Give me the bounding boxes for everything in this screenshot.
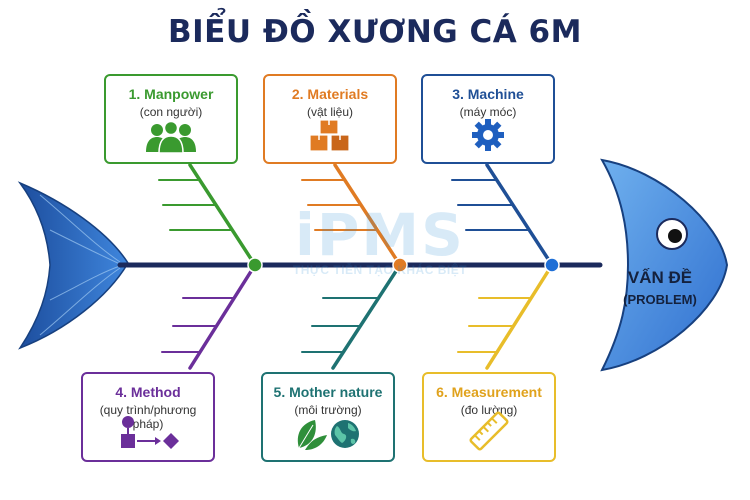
category-box-method: 4. Method (quy trình/phương pháp) xyxy=(81,372,215,462)
category-name: 3. Machine xyxy=(452,86,524,102)
category-subtitle: (đo lường) xyxy=(460,403,518,417)
bone-method xyxy=(161,263,257,370)
boxes-icon xyxy=(265,119,395,158)
fish-tail-fin-lines xyxy=(39,194,121,336)
problem-label-english: (PROBLEM) xyxy=(623,292,697,307)
joint-dot-machine xyxy=(544,257,560,273)
process-flow-icon xyxy=(83,415,213,456)
category-name: 2. Materials xyxy=(291,86,369,102)
category-subtitle: (con người) xyxy=(139,105,203,119)
category-box-manpower: 1. Manpower (con người) xyxy=(104,74,238,164)
people-icon xyxy=(106,120,236,158)
diagram-title: BIỂU ĐỒ XƯƠNG CÁ 6M xyxy=(168,14,582,50)
fish-head xyxy=(600,158,729,372)
fish-pupil xyxy=(668,229,682,243)
category-box-measurement: 6. Measurement (đo lường) xyxy=(422,372,556,462)
bone-mother-nature xyxy=(301,263,402,370)
ruler-icon xyxy=(424,411,554,456)
problem-label-main: VẤN ĐỀ xyxy=(627,268,693,287)
bone-manpower xyxy=(158,163,257,267)
category-name: 6. Measurement xyxy=(436,384,542,400)
joint-dot-materials xyxy=(392,257,408,273)
category-box-materials: 2. Materials (vật liệu) xyxy=(263,74,397,164)
leaf-globe-icon xyxy=(263,415,393,456)
category-subtitle: (vật liệu) xyxy=(306,105,353,119)
category-name: 1. Manpower xyxy=(128,86,214,102)
joint-dot-manpower xyxy=(247,257,263,273)
category-subtitle: (máy móc) xyxy=(459,105,517,119)
category-box-mother-nature: 5. Mother nature (môi trường) xyxy=(261,372,395,462)
bone-machine xyxy=(451,163,554,267)
category-subtitle: (môi trường) xyxy=(294,403,362,417)
bone-materials xyxy=(301,163,402,267)
category-box-machine: 3. Machine (máy móc) xyxy=(421,74,555,164)
gear-icon xyxy=(423,117,553,158)
category-name: 5. Mother nature xyxy=(273,384,383,400)
ipms-watermark-logo: iPMS THỰC TIỄN TẠO KHÁC BIỆT xyxy=(270,205,490,277)
fish-tail xyxy=(17,181,129,350)
category-subtitle: (quy trình/phương pháp) xyxy=(99,403,197,431)
watermark-logo-text: iPMS xyxy=(295,201,465,269)
category-name: 4. Method xyxy=(115,384,181,400)
bone-measurement xyxy=(457,263,554,370)
watermark-tagline: THỰC TIỄN TẠO KHÁC BIỆT xyxy=(292,263,468,277)
problem-label: VẤN ĐỀ (PROBLEM) xyxy=(608,268,712,307)
